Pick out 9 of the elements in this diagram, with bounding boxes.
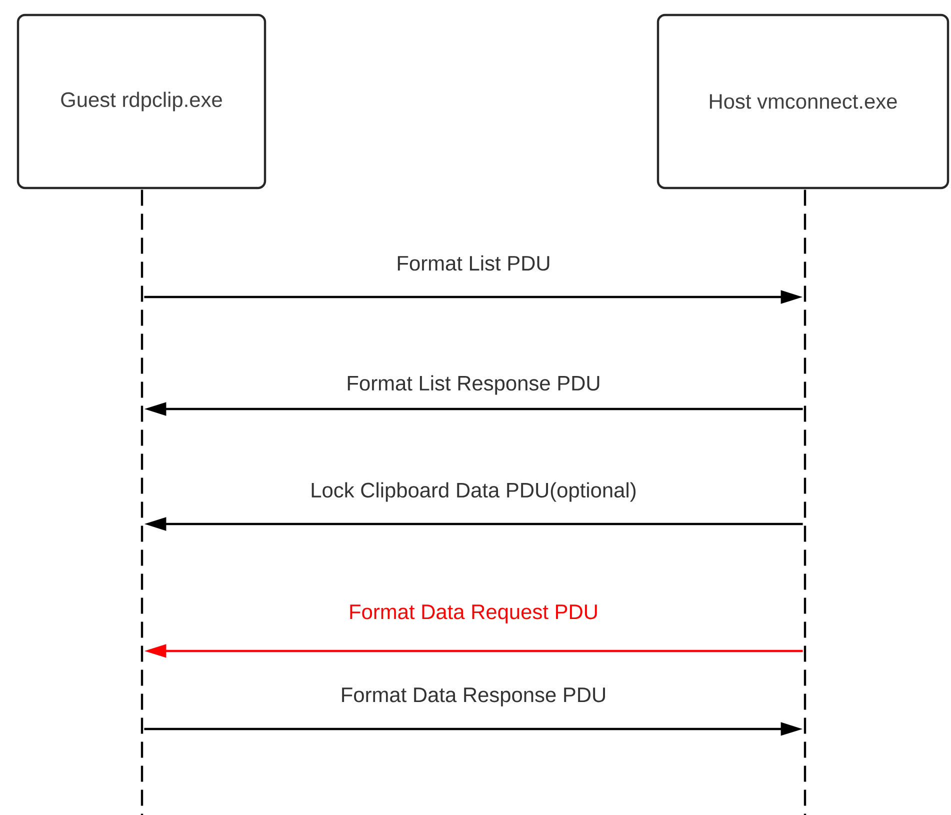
lifeline <box>140 190 144 815</box>
edge-label: Format Data Request PDU <box>350 604 597 624</box>
edge-label: Lock Clipboard Data PDU(optional) <box>312 482 636 502</box>
lifeline <box>804 190 806 815</box>
edge-label: Format List Response PDU <box>348 375 600 395</box>
edge-label: Format List PDU <box>398 255 550 271</box>
participant-box: Guest rdpclip.exe <box>16 14 266 190</box>
edge-label: Format Data Response PDU <box>342 688 605 706</box>
participant-box: Host vmconnect.exe <box>656 14 950 190</box>
